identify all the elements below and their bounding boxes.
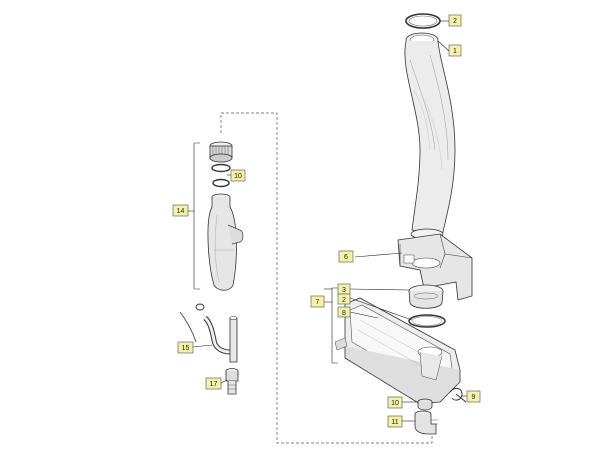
svg-text:1: 1 (453, 48, 457, 55)
seal-ring-left-part (212, 178, 230, 188)
svg-text:2: 2 (453, 18, 457, 25)
clip-part (449, 387, 467, 403)
svg-text:7: 7 (316, 299, 320, 306)
svg-text:11: 11 (391, 419, 398, 426)
nozzle-fitting-part (225, 368, 239, 395)
callout-9: 9 (466, 390, 481, 403)
filler-cap-part (209, 141, 233, 163)
callout-2-mid: 2 (337, 293, 351, 305)
svg-text:2: 2 (342, 297, 346, 304)
callout-15: 15 (177, 341, 194, 354)
reservoir-bottle-part (207, 193, 244, 291)
dashed-routing-line (220, 112, 433, 444)
callout-7: 7 (310, 295, 325, 308)
bracket-part (397, 233, 473, 301)
group-bracket-7 (331, 287, 338, 364)
pipe-part (229, 316, 238, 363)
leader-lines (188, 20, 467, 422)
svg-text:9: 9 (472, 394, 476, 401)
svg-text:10: 10 (234, 173, 242, 180)
svg-text:8: 8 (342, 310, 346, 317)
collar-part (408, 284, 444, 309)
svg-text:6: 6 (344, 254, 348, 261)
callout-6: 6 (338, 250, 354, 263)
svg-text:14: 14 (177, 208, 185, 215)
callout-3: 3 (337, 283, 351, 295)
group-bracket-14 (193, 142, 200, 290)
callout-8: 8 (337, 306, 351, 318)
tray-part (334, 297, 461, 405)
svg-text:15: 15 (182, 345, 190, 352)
svg-text:3: 3 (342, 287, 346, 294)
retaining-ring-part (211, 163, 231, 173)
callout-14: 14 (172, 204, 189, 217)
hose-part (179, 303, 231, 355)
grommet-right-part (417, 398, 433, 411)
callout-11: 11 (387, 415, 403, 428)
callout-2-top: 2 (448, 14, 462, 27)
elbow-fitting-part (414, 410, 438, 435)
callout-10-left: 10 (230, 169, 246, 182)
duct-tube-part (404, 32, 456, 240)
svg-text:17: 17 (210, 381, 218, 388)
o-ring-mid-part (408, 314, 446, 328)
callout-17: 17 (205, 377, 222, 390)
callout-1: 1 (448, 44, 462, 57)
svg-text:10: 10 (391, 400, 399, 407)
o-ring-top-part (405, 13, 441, 29)
callout-10-right: 10 (387, 396, 403, 409)
